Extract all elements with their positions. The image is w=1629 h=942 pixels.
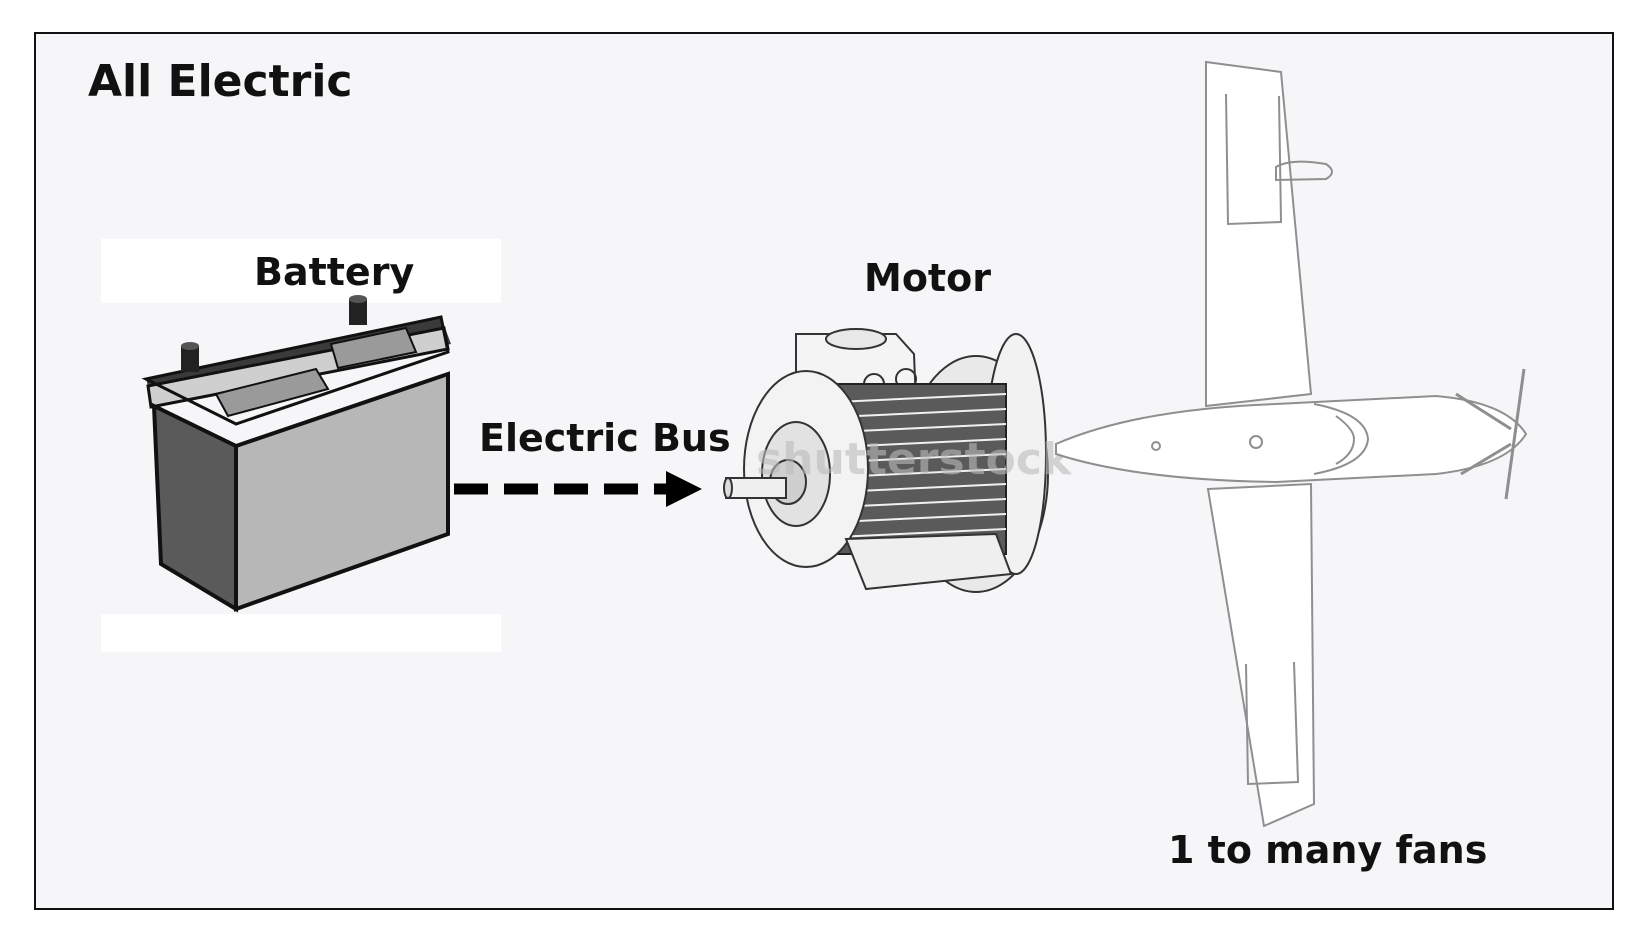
aircraft-icon bbox=[1055, 60, 1528, 828]
arrow-icon bbox=[454, 471, 702, 507]
diagram-frame: shutterstock All Electric Battery Motor … bbox=[34, 32, 1614, 910]
battery-base-backdrop bbox=[101, 614, 501, 652]
fans-label: 1 to many fans bbox=[1168, 828, 1488, 872]
electric-bus-label: Electric Bus bbox=[479, 416, 731, 460]
battery-label: Battery bbox=[254, 250, 415, 294]
motor-label: Motor bbox=[864, 256, 991, 300]
motor-icon: shutterstock bbox=[723, 328, 1073, 593]
battery-icon bbox=[141, 295, 451, 613]
diagram-art: shutterstock bbox=[141, 60, 1528, 828]
battery-label-backdrop bbox=[101, 239, 501, 303]
diagram-title: All Electric bbox=[88, 56, 353, 107]
watermark-text: shutterstock bbox=[756, 434, 1073, 485]
